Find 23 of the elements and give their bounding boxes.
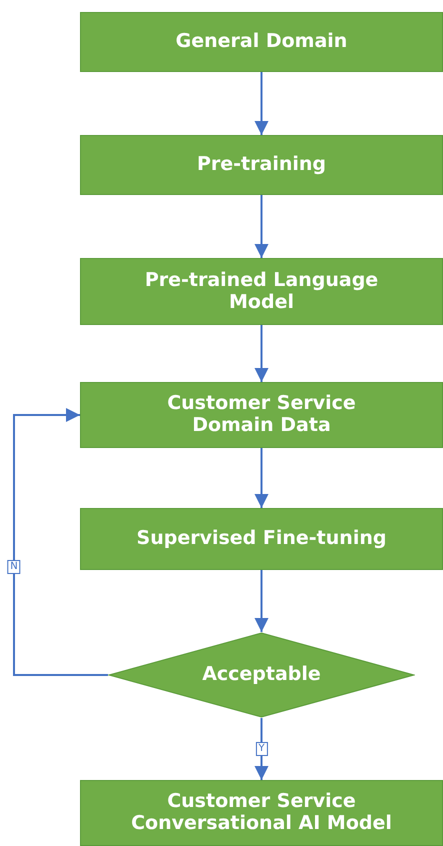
node-text: Pre-trained Language Model xyxy=(144,270,380,314)
node-text: Supervised Fine-tuning xyxy=(136,528,386,550)
arrow xyxy=(254,72,268,135)
arrow xyxy=(254,718,268,780)
process-box xyxy=(80,508,443,570)
decision-diamond xyxy=(108,632,415,718)
process-box xyxy=(80,382,443,448)
arrow xyxy=(254,448,268,508)
process-box xyxy=(80,258,443,325)
process-box xyxy=(80,12,443,72)
edge-label: Y xyxy=(255,742,268,756)
arrow xyxy=(254,325,268,382)
process-box xyxy=(80,135,443,195)
node-text: General Domain xyxy=(176,31,348,53)
node-text: Customer Service Conversational AI Model xyxy=(130,791,393,835)
arrow xyxy=(254,570,268,632)
process-box xyxy=(80,780,443,846)
node-text: Acceptable xyxy=(202,664,321,686)
arrow xyxy=(254,195,268,258)
node-text: Pre-training xyxy=(196,154,326,176)
node-text: Customer Service Domain Data xyxy=(166,393,357,437)
edge-label: N xyxy=(7,560,21,574)
arrow xyxy=(13,408,108,676)
